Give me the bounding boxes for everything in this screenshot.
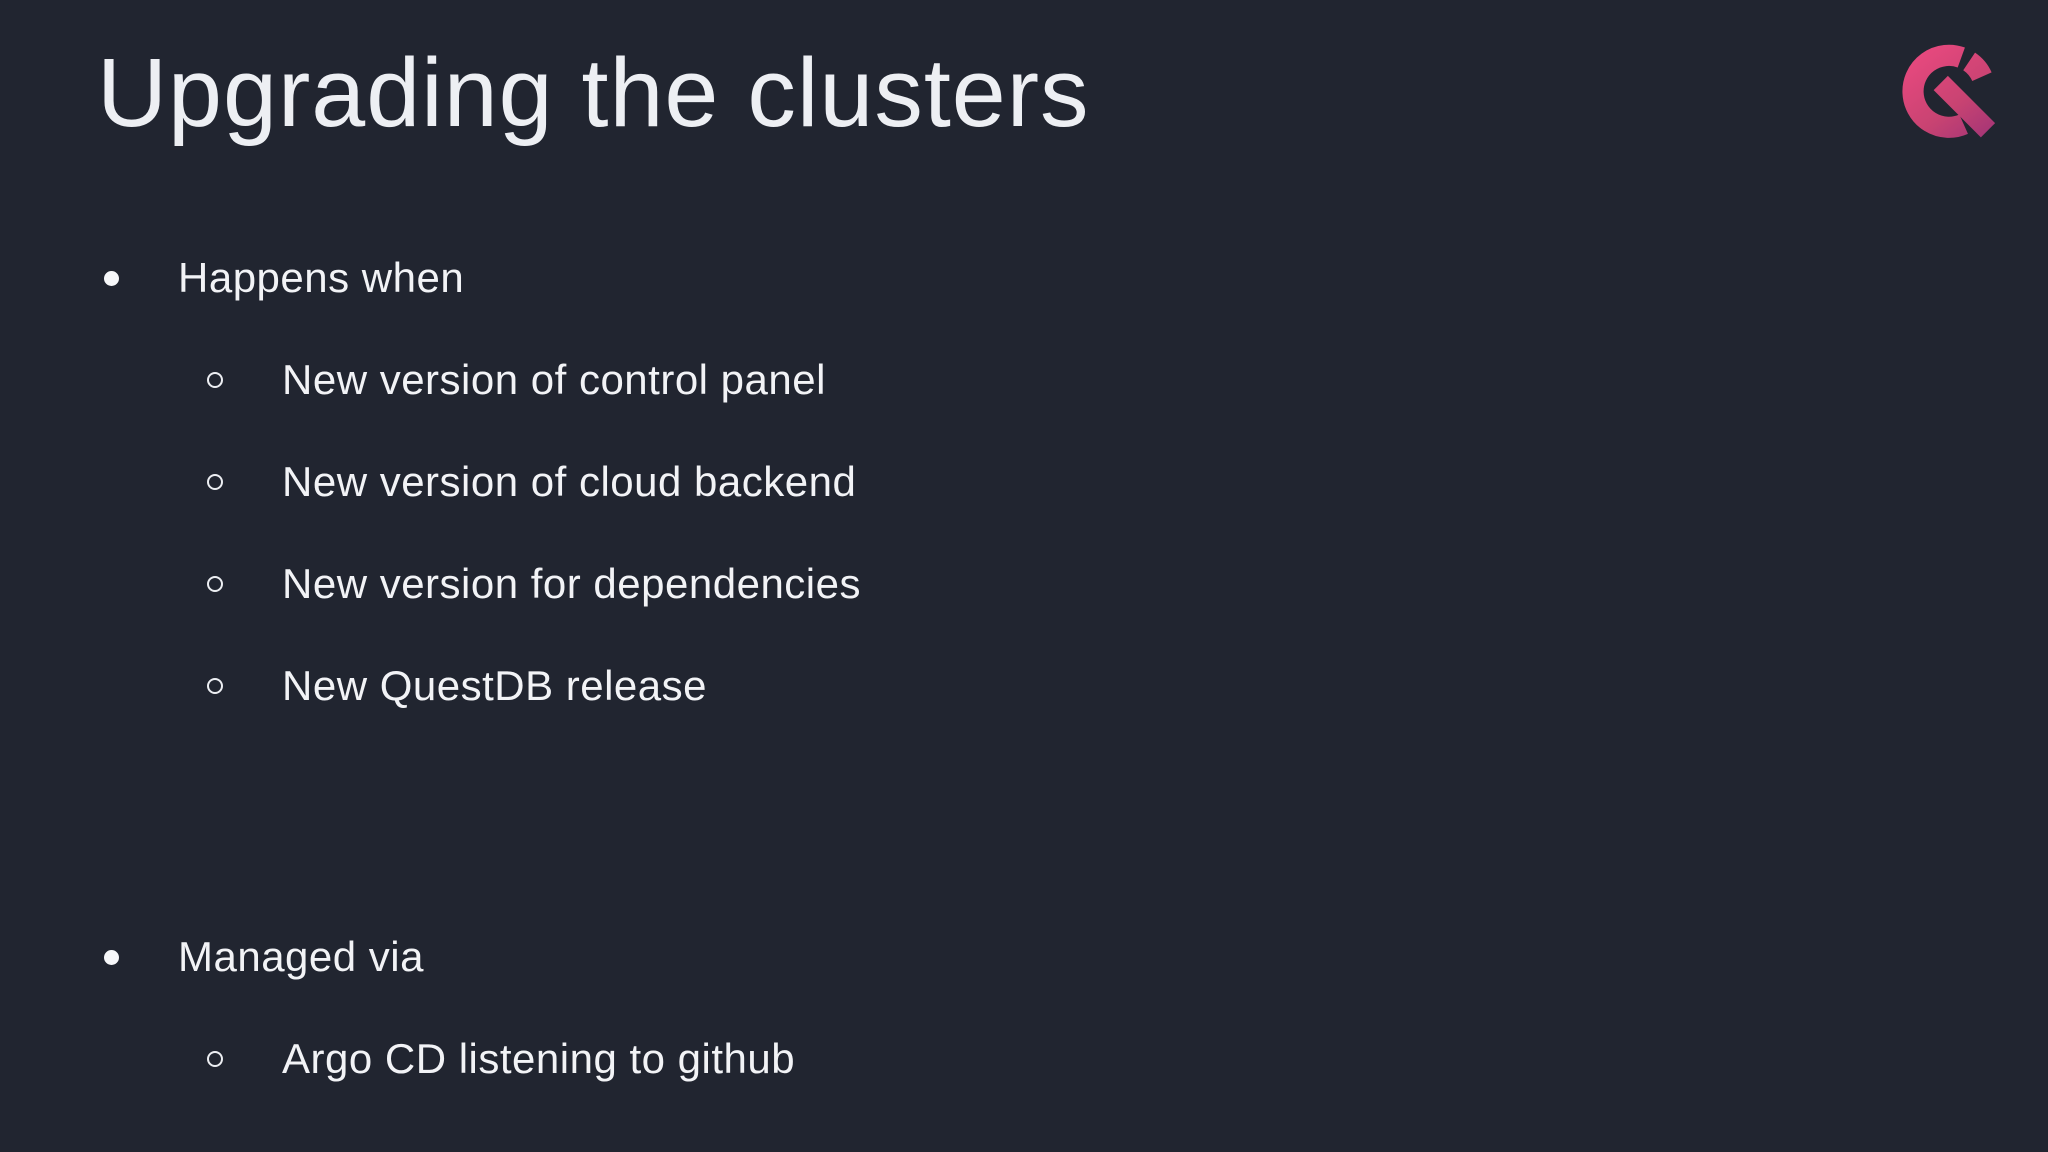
list-item: Managed via (0, 906, 1400, 1008)
bullet-circle-icon (207, 678, 223, 694)
list-item-label: Happens when (178, 254, 465, 301)
questdb-logo-tail (1933, 75, 1996, 138)
bullet-circle-icon (207, 474, 223, 490)
questdb-logo-icon (1902, 44, 1996, 138)
bullet-circle-icon (207, 372, 223, 388)
list-item-label: New version of control panel (282, 356, 826, 403)
list-item: Happens when (0, 227, 1400, 329)
list-item-label: Argo CD listening to github (282, 1035, 796, 1082)
list-item: New version of control panel (0, 329, 1400, 431)
bullet-group-managed-via: Managed via Argo CD listening to github (0, 906, 1400, 1110)
list-item-label: New version for dependencies (282, 560, 861, 607)
list-item: New version of cloud backend (0, 431, 1400, 533)
list-item-label: New version of cloud backend (282, 458, 857, 505)
bullet-group-happens-when: Happens when New version of control pane… (0, 227, 1400, 737)
list-item-label: Managed via (178, 933, 424, 980)
list-item: Argo CD listening to github (0, 1008, 1400, 1110)
bullet-dot-icon (104, 270, 119, 286)
list-item-label: New QuestDB release (282, 662, 708, 709)
slide-title: Upgrading the clusters (97, 38, 1090, 147)
bullet-circle-icon (207, 1051, 223, 1067)
list-item: New QuestDB release (0, 635, 1400, 737)
bullet-dot-icon (104, 949, 119, 965)
questdb-logo-arc-segment (1962, 52, 1992, 82)
list-item: New version for dependencies (0, 533, 1400, 635)
bullet-circle-icon (207, 576, 223, 592)
questdb-logo-ring (1902, 44, 1968, 138)
